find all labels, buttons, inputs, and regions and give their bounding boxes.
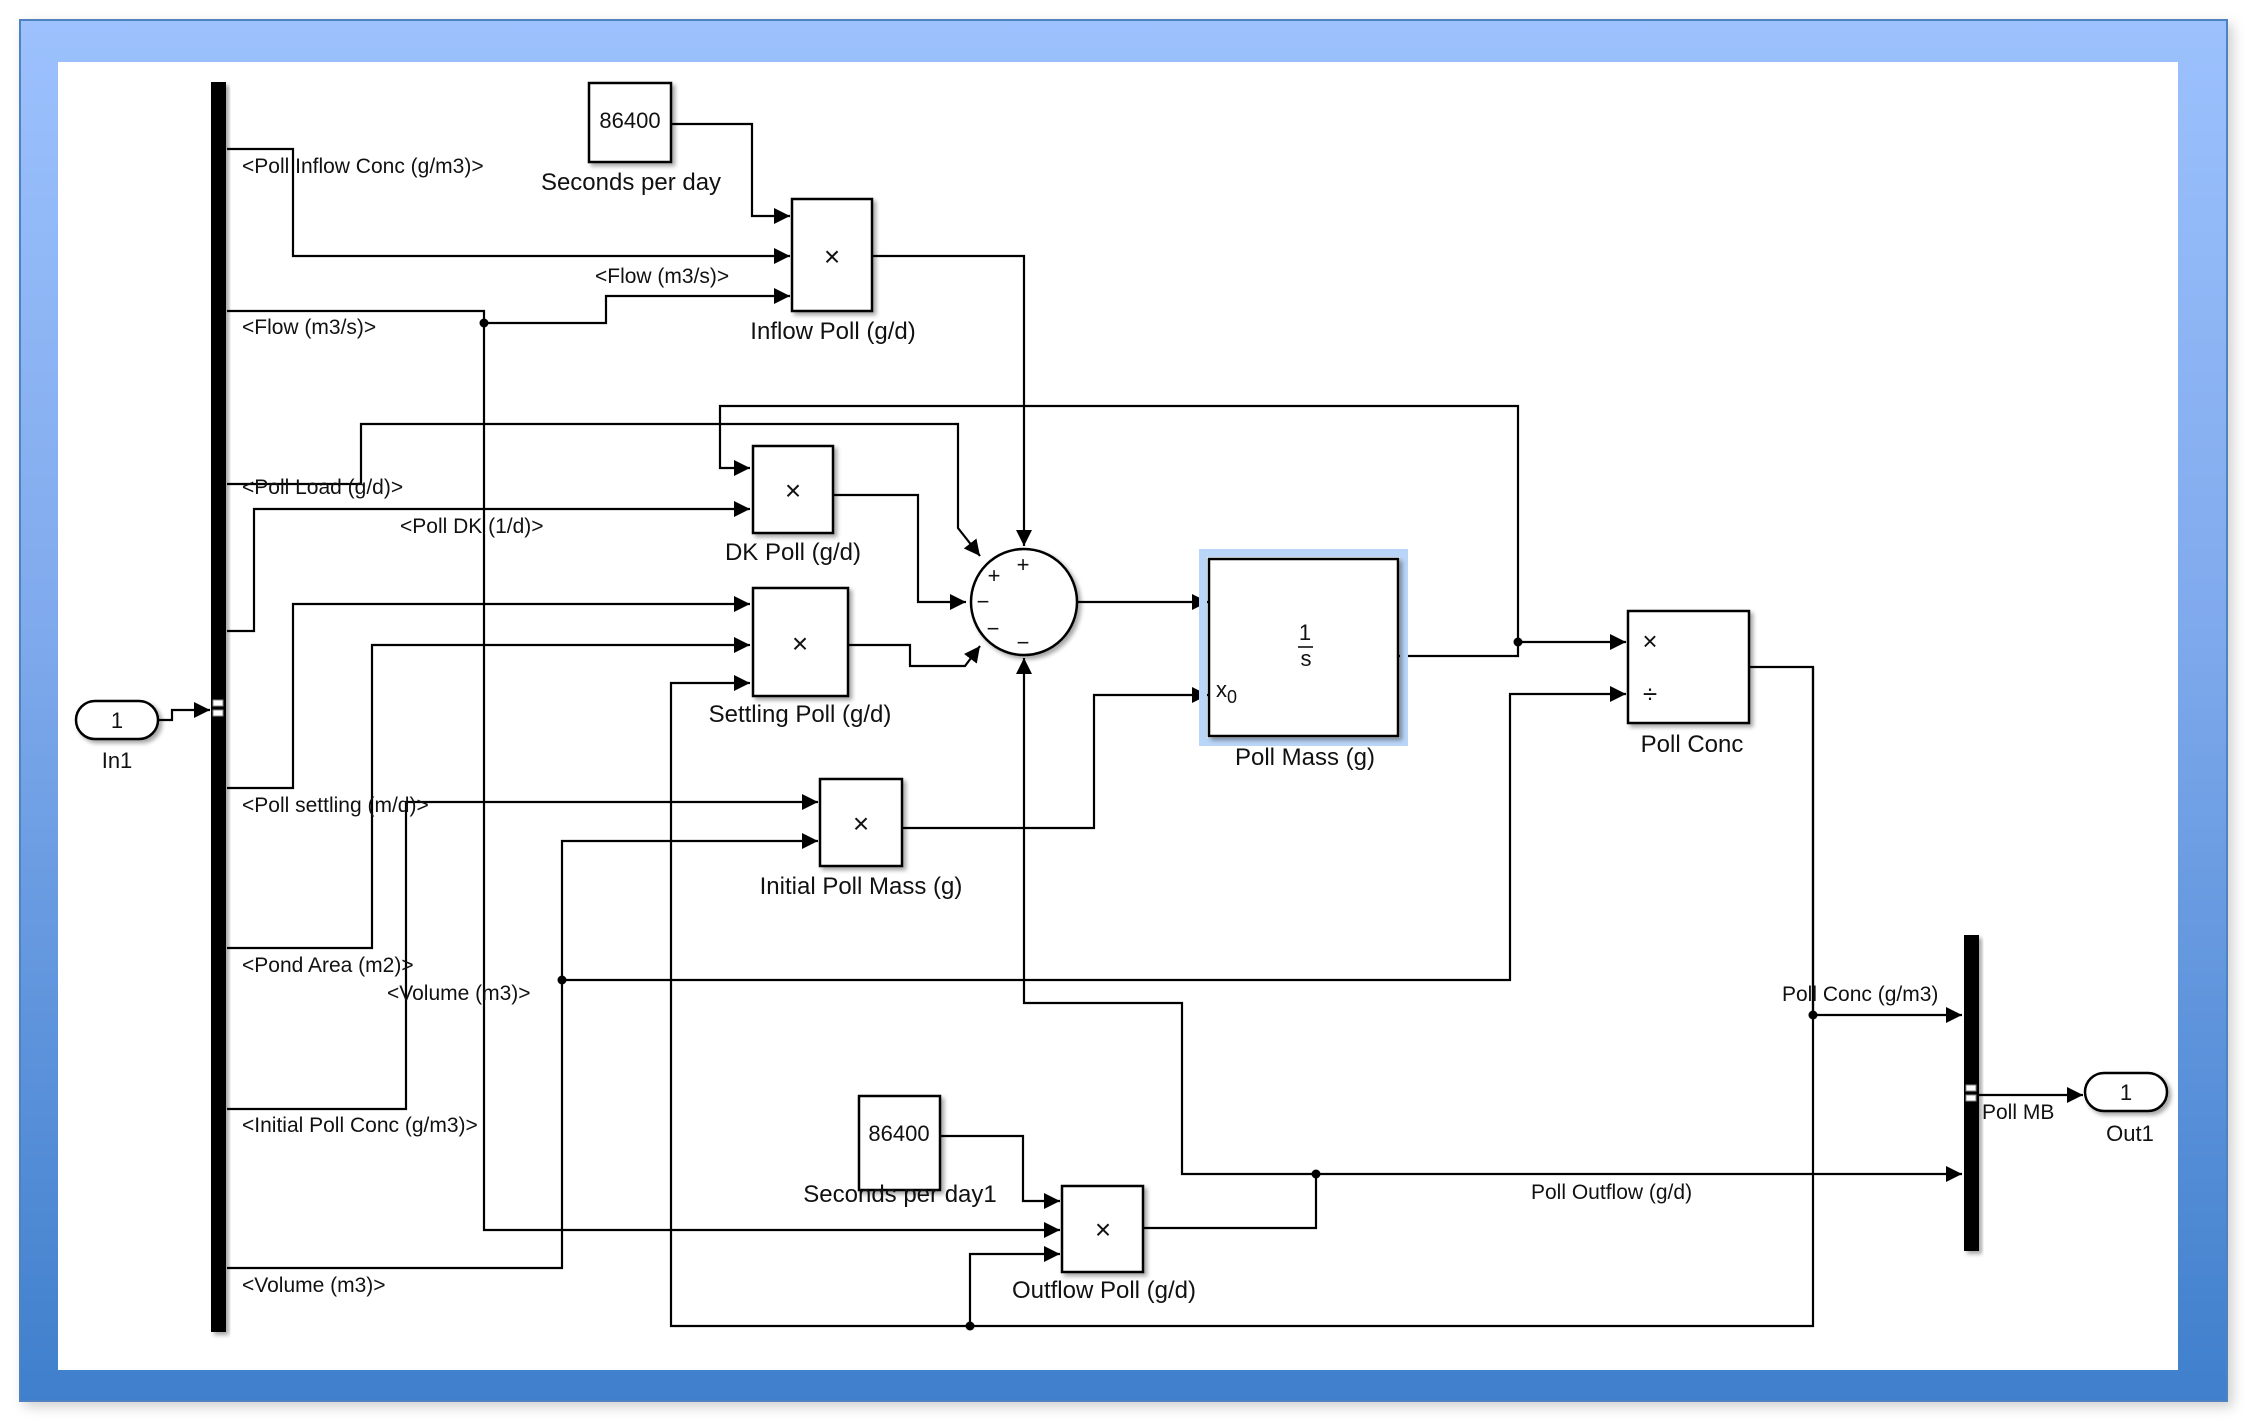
integrator-numerator: 1 [1299, 620, 1311, 645]
signal-label-poll-outflow[interactable]: Poll Outflow (g/d) [1531, 1181, 1692, 1204]
wire-outflow-feedback[interactable] [1016, 658, 1316, 1176]
wire-dk-poll-out[interactable] [833, 493, 966, 610]
signal-label-volume-branch[interactable]: <Volume (m3)> [387, 982, 531, 1005]
block-label: DK Poll (g/d) [725, 539, 861, 566]
wire-flow-branch[interactable] [484, 288, 790, 325]
block-label: Poll Mass (g) [1235, 744, 1375, 771]
multiply-icon: × [1642, 626, 1657, 656]
constant-seconds-per-day[interactable]: 86400 Seconds per day [541, 81, 721, 196]
bus-port-icon [212, 699, 224, 707]
junction-dot [557, 975, 567, 985]
bus-selector[interactable] [211, 82, 226, 1332]
multiply-icon: × [853, 808, 869, 839]
in1-label: In1 [102, 748, 133, 773]
signal-label-flow-branch[interactable]: <Flow (m3/s)> [595, 265, 729, 288]
signal-label-poll-settling[interactable]: <Poll settling (m/d)> [242, 794, 429, 817]
product-settling-poll[interactable]: × Settling Poll (g/d) [709, 586, 892, 728]
inport-in1[interactable]: 1 In1 [74, 699, 160, 773]
junction-dot [1513, 637, 1523, 647]
bus-port-icon [1965, 1094, 1977, 1102]
wire-inflow-poll-out[interactable] [872, 254, 1032, 546]
product-inflow-poll[interactable]: × Inflow Poll (g/d) [750, 197, 916, 345]
sum-sign-plus: + [1017, 552, 1030, 577]
sum-sign-minus: − [987, 616, 1000, 641]
wire-poll-settling[interactable] [227, 596, 750, 790]
junction-dot [479, 318, 489, 328]
sum-sign-minus: − [977, 589, 990, 614]
multiply-icon: × [792, 628, 808, 659]
block-label: Seconds per day [541, 169, 721, 196]
wire-outflow-poll-out[interactable] [1143, 1166, 1962, 1230]
outport-out1[interactable]: 1 Out1 [2083, 1071, 2169, 1146]
block-label: Outflow Poll (g/d) [1012, 1277, 1196, 1304]
wire-poll-conc-out[interactable] [1749, 665, 1962, 1023]
wire-in1-to-bus[interactable] [158, 702, 210, 722]
wire-volume[interactable] [227, 833, 818, 1270]
block-label: Inflow Poll (g/d) [750, 318, 915, 345]
signal-labels: <Poll Inflow Conc (g/m3)> <Flow (m3/s)> … [242, 155, 2054, 1297]
wire-conc-to-outflow[interactable] [968, 1246, 1060, 1326]
product-outflow-poll[interactable]: × Outflow Poll (g/d) [1012, 1184, 1196, 1304]
product-initial-poll-mass[interactable]: × Initial Poll Mass (g) [760, 777, 963, 900]
multiply-icon: × [1095, 1214, 1111, 1245]
block-label: Poll Conc [1641, 731, 1744, 758]
out1-label: Out1 [2106, 1121, 2154, 1146]
in1-number: 1 [111, 708, 123, 733]
product-dk-poll[interactable]: × DK Poll (g/d) [725, 444, 861, 566]
wire-mass-feedback-settling[interactable] [669, 667, 1815, 1328]
multiply-icon: × [824, 241, 840, 272]
multiply-icon: × [785, 475, 801, 506]
signal-lines [158, 122, 2083, 1331]
block-label: Settling Poll (g/d) [709, 701, 892, 728]
junction-dot [1808, 1010, 1818, 1020]
signal-label-volume[interactable]: <Volume (m3)> [242, 1274, 386, 1297]
wire-mass-feedback-dk[interactable] [718, 404, 1520, 642]
wire-poll-dk[interactable] [227, 501, 750, 633]
wire-poll-inflow-conc[interactable] [227, 147, 790, 264]
wire-flow[interactable] [227, 309, 1060, 1238]
wire-seconds-per-day1[interactable] [940, 1134, 1060, 1209]
divide-icon: ÷ [1643, 679, 1657, 709]
signal-label-flow[interactable]: <Flow (m3/s)> [242, 316, 376, 339]
wire-pond-area[interactable] [227, 637, 750, 950]
wire-poll-mass-out[interactable] [1398, 634, 1626, 658]
bus-creator[interactable] [1964, 935, 1979, 1251]
wire-initial-poll-conc[interactable] [227, 794, 818, 1111]
junction-dot [1311, 1169, 1321, 1179]
wire-settling-poll-out[interactable] [848, 643, 981, 668]
canvas-background [58, 62, 2178, 1370]
wire-seconds-per-day[interactable] [671, 122, 790, 224]
signal-label-poll-load[interactable]: <Poll Load (g/d)> [242, 476, 403, 499]
block-label: Seconds per day1 [803, 1181, 996, 1208]
sum-sign-minus: − [1017, 630, 1030, 655]
out1-number: 1 [2120, 1080, 2132, 1105]
bus-port-icon [1965, 1084, 1977, 1092]
initial-condition-port-label: x0 [1216, 677, 1237, 707]
sum-block[interactable]: + + − − − [969, 547, 1079, 657]
selection-highlight [1199, 549, 1408, 746]
sum-sign-plus: + [988, 563, 1001, 588]
block-label: Initial Poll Mass (g) [760, 873, 963, 900]
wire-poll-load[interactable] [227, 422, 981, 557]
signal-label-poll-mb[interactable]: Poll MB [1982, 1101, 2054, 1124]
signal-label-poll-dk[interactable]: <Poll DK (1/d)> [400, 515, 544, 538]
bus-port-icon [212, 709, 224, 717]
constant-value: 86400 [868, 1121, 929, 1146]
signal-label-poll-conc[interactable]: Poll Conc (g/m3) [1782, 983, 1938, 1006]
signal-label-poll-inflow-conc[interactable]: <Poll Inflow Conc (g/m3)> [242, 155, 484, 178]
constant-value: 86400 [599, 108, 660, 133]
signal-label-initial-poll-conc[interactable]: <Initial Poll Conc (g/m3)> [242, 1114, 478, 1137]
divide-poll-conc[interactable]: × ÷ Poll Conc [1626, 609, 1751, 758]
signal-label-pond-area[interactable]: <Pond Area (m2)> [242, 954, 414, 977]
wire-volume-to-poll-conc[interactable] [562, 686, 1626, 982]
integrator-denominator: s [1301, 646, 1312, 671]
wire-initial-mass-out[interactable] [898, 687, 1208, 830]
integrator-poll-mass[interactable]: 1 s x0 Poll Mass (g) [1199, 549, 1408, 771]
constant-seconds-per-day1[interactable]: 86400 Seconds per day1 [803, 1094, 997, 1208]
junction-dot [965, 1321, 975, 1331]
